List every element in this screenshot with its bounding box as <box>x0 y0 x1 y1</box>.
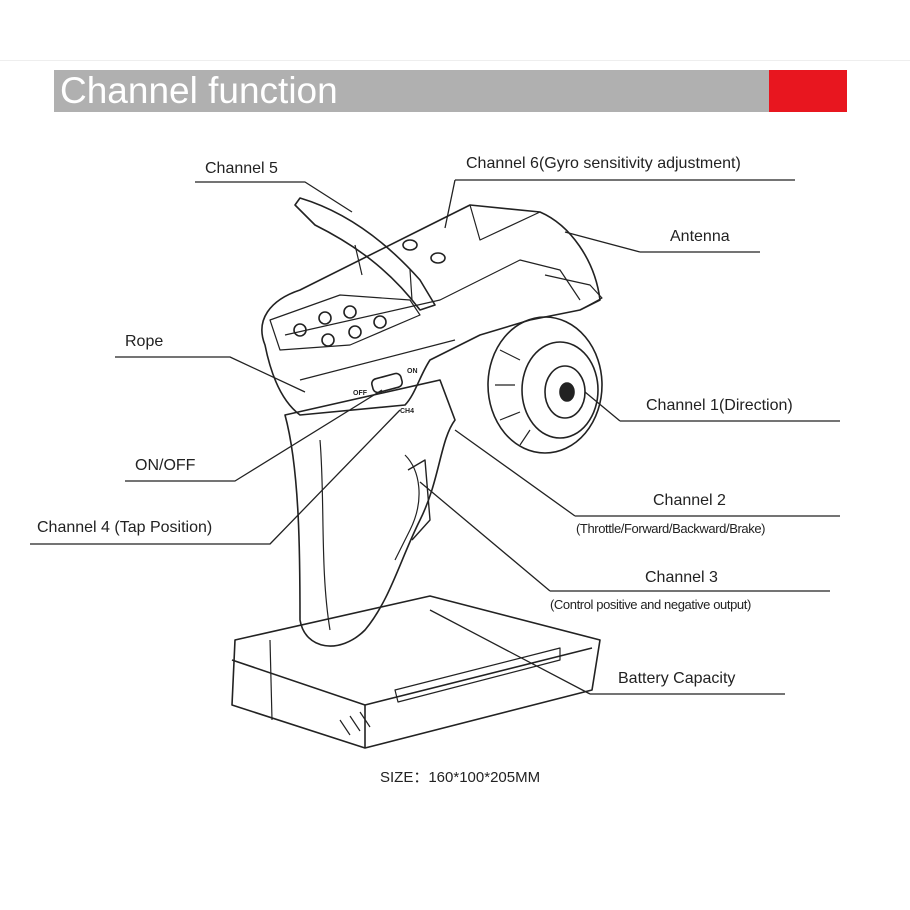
grip <box>284 379 456 647</box>
page-title: Channel function <box>60 70 338 111</box>
label-channel2-sub: (Throttle/Forward/Backward/Brake) <box>576 521 766 536</box>
label-channel6: Channel 6(Gyro sensitivity adjustment) <box>466 155 741 172</box>
size-text: SIZE：160*100*205MM <box>380 769 541 786</box>
label-antenna: Antenna <box>670 228 730 245</box>
label-channel4: Channel 4 (Tap Position) <box>37 519 213 536</box>
off-mark: OFF <box>353 390 367 397</box>
label-channel5: Channel 5 <box>205 160 278 177</box>
base <box>231 595 601 749</box>
channel5-flap <box>294 197 436 311</box>
steering-wheel <box>487 316 603 454</box>
label-onoff: ON/OFF <box>135 457 196 474</box>
label-rope: Rope <box>125 333 164 350</box>
header-banner: Channel function <box>54 70 847 112</box>
on-mark: ON <box>407 368 418 375</box>
body <box>261 204 601 416</box>
label-battery: Battery Capacity <box>618 670 736 687</box>
label-channel1: Channel 1(Direction) <box>646 397 793 414</box>
accent-block <box>769 70 847 112</box>
label-channel3-sub: (Control positive and negative output) <box>550 597 751 612</box>
label-channel3: Channel 3 <box>645 569 718 586</box>
leader-lines <box>30 179 840 695</box>
label-channel2: Channel 2 <box>653 492 726 509</box>
divider <box>0 60 910 61</box>
ch4-mark: CH4 <box>400 408 415 415</box>
